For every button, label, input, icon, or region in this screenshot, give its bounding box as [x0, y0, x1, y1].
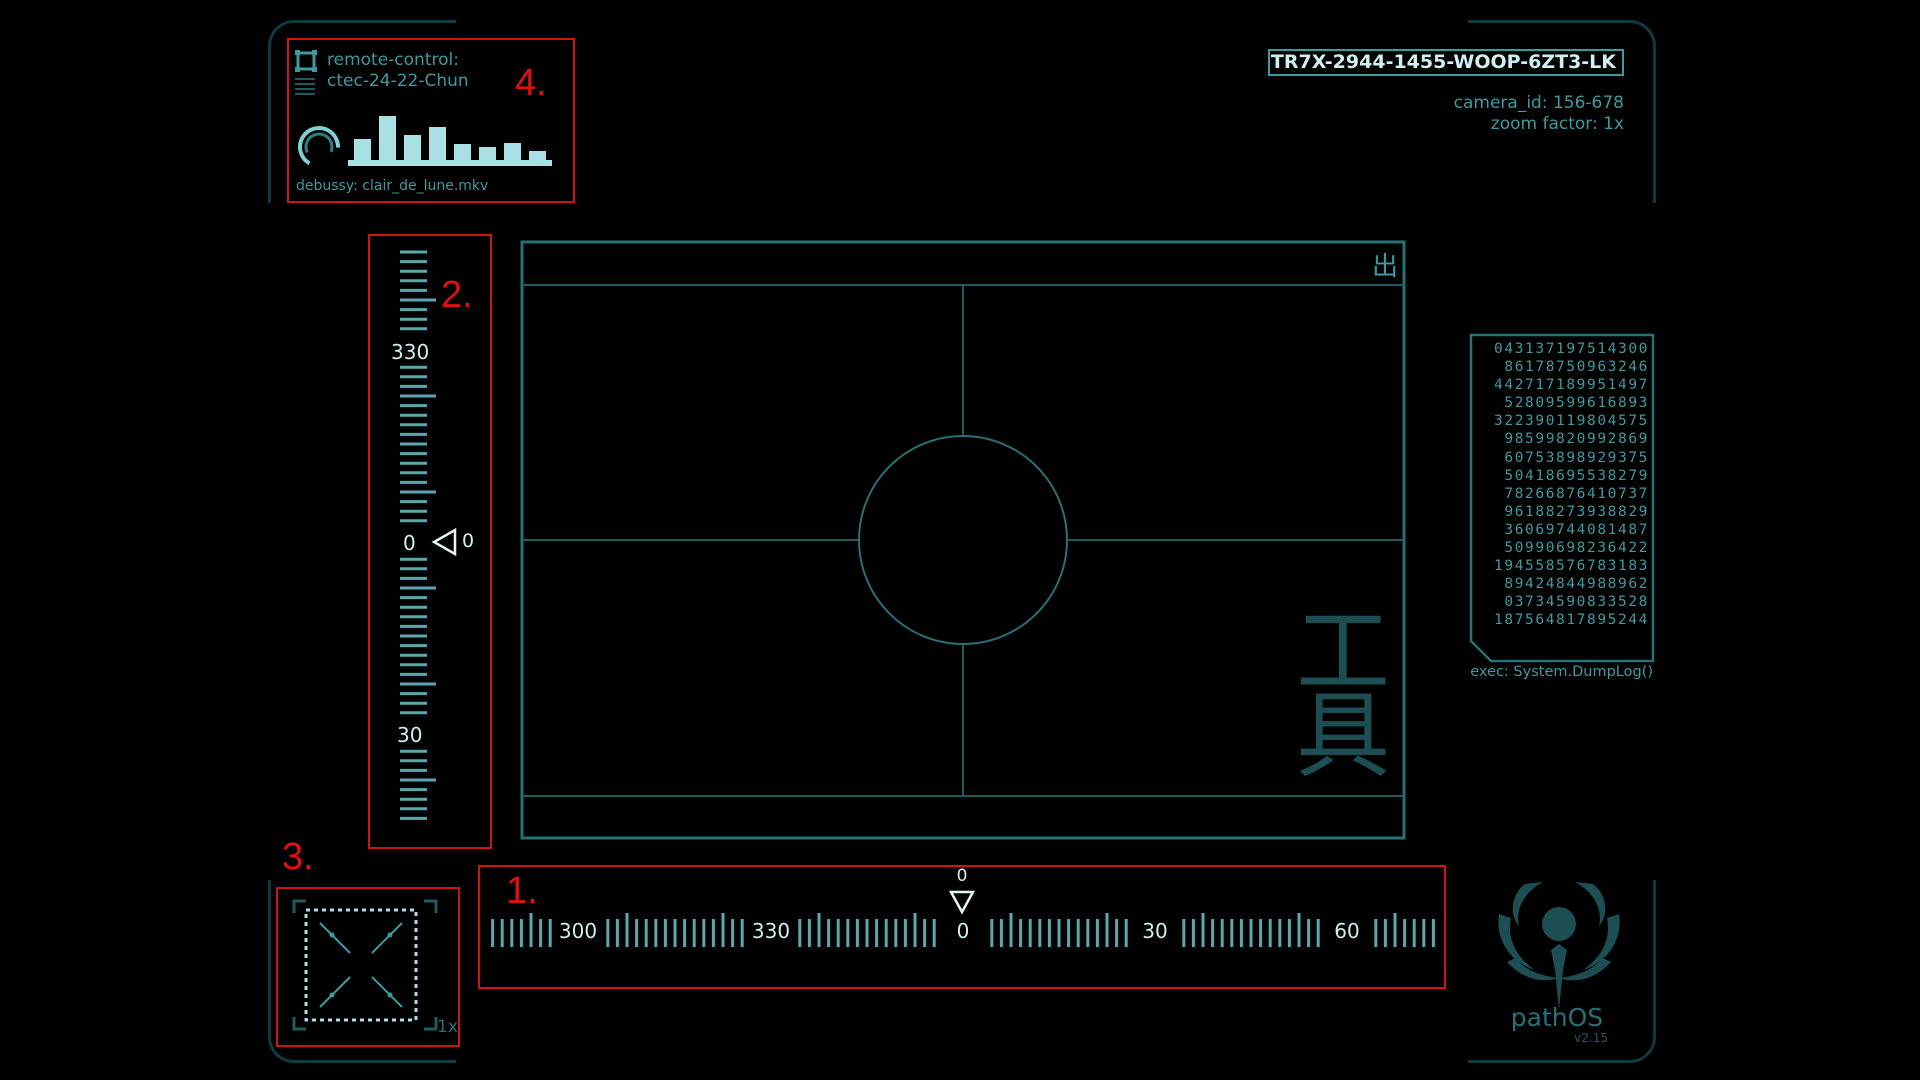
equalizer-bar [429, 127, 446, 160]
zoom-widget-highlight [276, 887, 460, 1047]
frame-corner-tr [1468, 20, 1656, 203]
loading-ring-icon [298, 126, 340, 168]
remote-control-highlight [287, 38, 575, 203]
annotation-2: 2. [441, 274, 473, 316]
pathos-logo-icon [1498, 882, 1620, 1010]
equalizer-bar [379, 116, 396, 160]
heading-pointer-icon[interactable] [948, 889, 976, 915]
heading-label: 30 [1142, 919, 1168, 943]
zoom-factor: zoom factor: 1x [1490, 114, 1624, 134]
annotation-3: 3. [282, 836, 314, 878]
log-line: 187564817895244 [1494, 612, 1649, 629]
equalizer-bar [479, 147, 496, 160]
heading-scale-highlight [478, 865, 1446, 989]
pitch-label-330: 330 [391, 340, 430, 364]
log-line: 043137197514300 [1494, 341, 1649, 357]
pitch-label-0: 0 [403, 531, 416, 555]
now-playing-track: debussy: clair_de_lune.mkv [296, 178, 489, 194]
remote-control-device: ctec-24-22-Chun [327, 71, 469, 91]
camera-id: camera_id: 156-678 [1453, 93, 1624, 113]
heading-pointer-value: 0 [956, 866, 968, 886]
log-line: 50990698236422 [1504, 540, 1649, 557]
frame-corner-tl [268, 20, 456, 203]
log-line: 60753898929375 [1504, 449, 1649, 466]
viewport-kanji-2: 具 [1296, 682, 1391, 791]
remote-control-title: remote-control: [327, 50, 459, 70]
heading-label: 60 [1334, 919, 1360, 943]
annotation-1: 1. [506, 870, 538, 912]
brand-version: v2.15 [1574, 1031, 1608, 1045]
heading-label: 330 [751, 919, 791, 943]
log-line: 194558576783183 [1494, 558, 1649, 575]
equalizer-bar [529, 151, 546, 160]
session-code-box [1268, 49, 1624, 76]
log-line: 322390119804575 [1494, 413, 1649, 430]
log-panel-frame [1469, 333, 1655, 663]
heading-label: 0 [956, 919, 970, 943]
log-line: 89424844988962 [1504, 576, 1649, 593]
log-line: 52809599616893 [1504, 395, 1649, 412]
log-line: 86178750963246 [1504, 359, 1649, 376]
pitch-pointer-icon[interactable] [431, 527, 459, 557]
zoom-widget-label: 1x [437, 1017, 458, 1037]
annotation-4: 4. [515, 62, 547, 104]
brand-name: pathOS [1510, 1003, 1604, 1032]
log-line: 78266876410737 [1504, 485, 1649, 502]
equalizer-bar [404, 135, 421, 160]
pitch-scale-highlight [368, 234, 492, 849]
remote-control-icon [295, 50, 317, 95]
zoom-expand-icon[interactable] [290, 895, 440, 1035]
audio-equalizer [348, 116, 552, 166]
frame-corner-bl [268, 880, 456, 1063]
equalizer-bar [504, 143, 521, 160]
heading-scale-ticks [491, 913, 1435, 947]
log-line: 03734590833528 [1504, 594, 1649, 611]
equalizer-bar [354, 139, 371, 160]
viewport-corner-glyph: 出 [1372, 252, 1399, 282]
pitch-pointer-value: 0 [462, 530, 475, 552]
log-line: 36069744081487 [1504, 521, 1649, 538]
equalizer-bar [454, 144, 471, 160]
log-line: 96188273938829 [1504, 503, 1649, 520]
frame-corner-br [1468, 880, 1656, 1063]
log-line: 442717189951497 [1494, 377, 1649, 394]
log-line: 50418695538279 [1504, 467, 1649, 484]
exec-command[interactable]: exec: System.DumpLog() [1470, 664, 1653, 680]
remote-control-label: remote-control: ctec-24-22-Chun [327, 50, 469, 92]
viewport-kanji-1: 工 [1296, 598, 1391, 707]
heading-scale-labels: 300 330 0 30 60 [486, 919, 1440, 949]
pitch-label-30: 30 [397, 723, 423, 747]
heading-label: 300 [558, 919, 598, 943]
camera-viewport[interactable] [520, 240, 1406, 840]
log-line: 98599820992869 [1504, 431, 1649, 448]
pitch-scale-ticks [400, 250, 436, 820]
session-code: TR7X-2944-1455-WOOP-6ZT3-LK [1270, 51, 1616, 73]
